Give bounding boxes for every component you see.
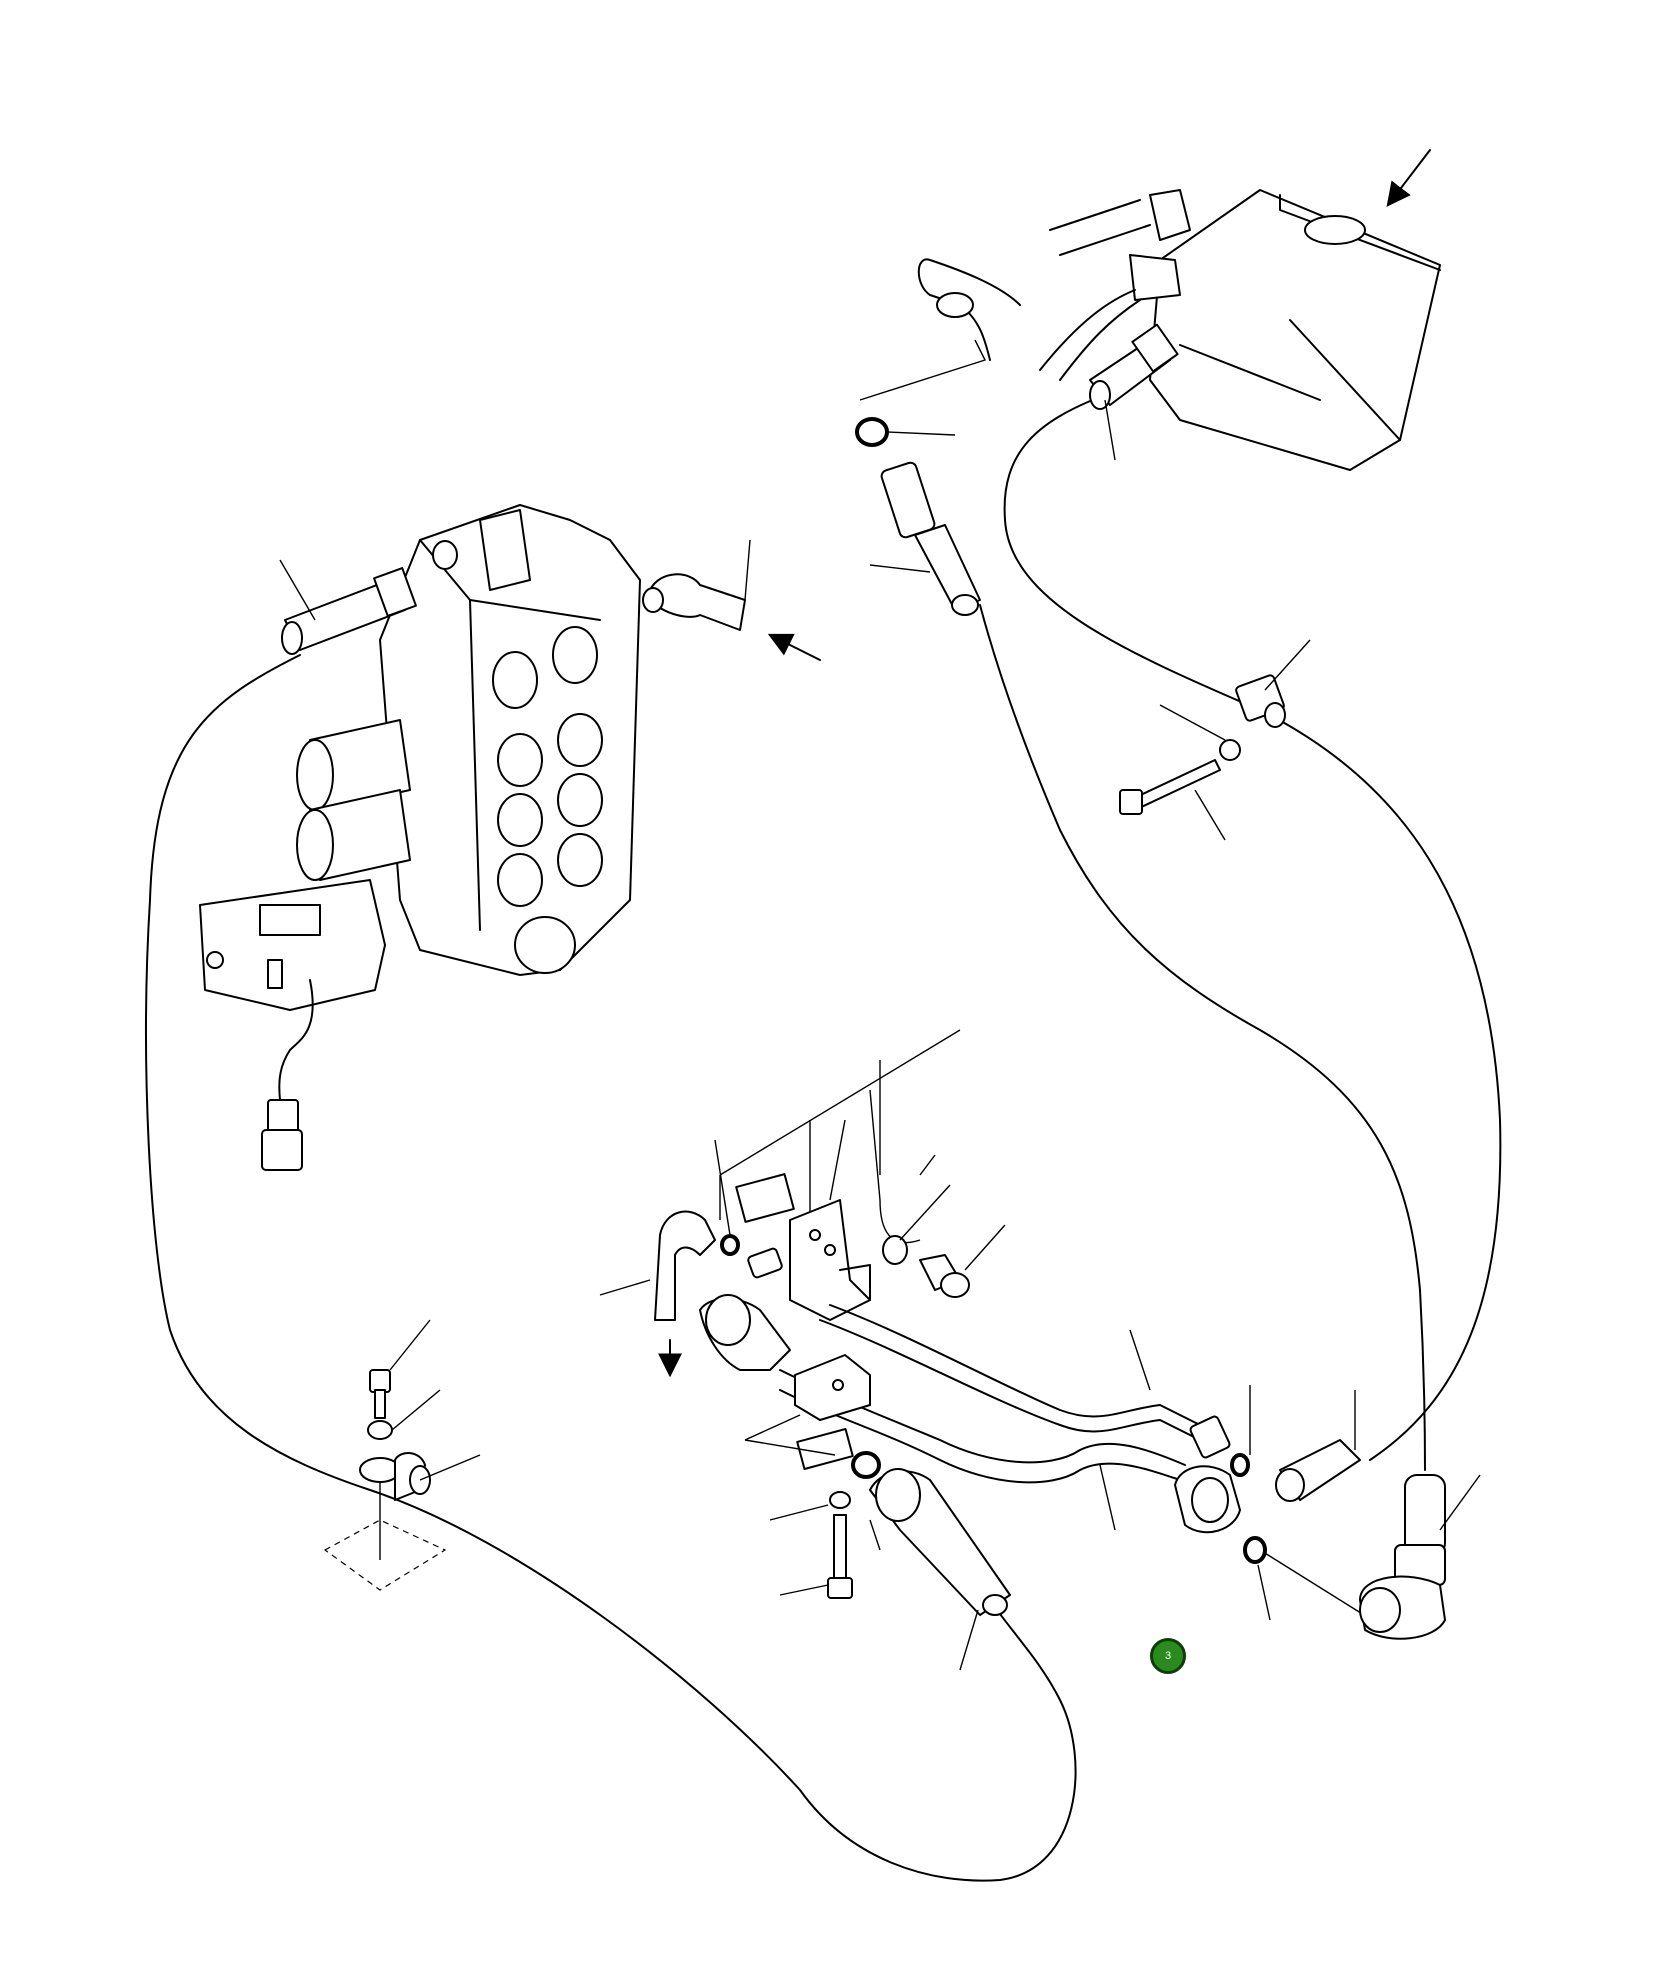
cylinder-tubes (917, 199, 1151, 381)
leader-line (829, 1119, 846, 1201)
pipe-clamp[interactable] (794, 1354, 871, 1470)
leader-line (964, 1224, 1006, 1271)
leader-line (899, 1184, 951, 1241)
leader-line (1439, 1474, 1481, 1531)
o-ring-upper[interactable] (855, 417, 889, 447)
leader-line (279, 559, 316, 621)
floor-mount-clamp[interactable] (323, 1452, 447, 1591)
o-ring-center-bottom[interactable] (851, 1451, 881, 1479)
leader-line (959, 1609, 979, 1671)
leader-line (599, 1279, 651, 1296)
hose-end-fitting-center-top[interactable] (880, 461, 981, 616)
bolt-center[interactable] (827, 1514, 853, 1599)
return-pipe-assembly[interactable] (699, 1294, 1241, 1534)
leader-line (1099, 1464, 1116, 1531)
leader-line (1264, 639, 1311, 691)
leader-line (859, 339, 986, 401)
hoses (145, 394, 1502, 1882)
o-ring-right-1[interactable] (1230, 1453, 1250, 1477)
leader-line (887, 431, 956, 436)
leader-line (1159, 704, 1226, 741)
leader-line (1257, 1564, 1271, 1621)
leader-line (769, 1504, 829, 1521)
washer-floor-clamp[interactable] (367, 1420, 393, 1440)
hose-clamp[interactable] (1235, 674, 1286, 728)
reference-badge[interactable]: 3 (1150, 1638, 1186, 1674)
flow-arrow-valve-inlet (767, 633, 821, 661)
leader-line (869, 564, 931, 573)
leader-line (419, 1454, 481, 1481)
leader-line (1194, 789, 1226, 841)
leader-line (869, 1519, 881, 1551)
leader-line (391, 1389, 441, 1431)
mounting-bracket[interactable] (789, 1199, 871, 1321)
elbow-fitting-return[interactable] (654, 1210, 716, 1321)
bolt-floor-clamp[interactable] (369, 1369, 391, 1419)
leader-line (779, 1584, 829, 1596)
adapter-fitting[interactable] (747, 1247, 783, 1279)
hydraulic-cylinder[interactable] (1129, 189, 1441, 471)
elbow-fitting-valve-right[interactable] (642, 573, 746, 631)
flow-arrow-cylinder (1386, 149, 1431, 207)
leader-line (1129, 1329, 1151, 1391)
leader-line (389, 1319, 431, 1371)
washer-center[interactable] (829, 1491, 851, 1509)
leader-line (744, 1414, 836, 1456)
hose-end-fitting-center-bottom[interactable] (869, 1468, 1011, 1616)
control-valve-block[interactable] (296, 504, 641, 976)
o-ring-right-2[interactable] (1243, 1536, 1267, 1564)
washer-bracket[interactable] (882, 1235, 908, 1265)
bolt-hose-clamp[interactable] (1119, 739, 1241, 815)
leader-line (714, 1139, 731, 1236)
hose-right-loop[interactable] (1003, 394, 1502, 1461)
hose-left-loop[interactable] (145, 654, 1077, 1882)
chassis-frame (719, 1029, 961, 1280)
elbow-fitting-right-hose[interactable] (1275, 1439, 1361, 1502)
solenoid-module[interactable] (199, 879, 386, 1171)
o-ring-bracket[interactable] (720, 1234, 740, 1256)
elbow-fitting-valve-left[interactable] (281, 567, 417, 655)
leader-line (744, 539, 751, 601)
elbow-fitting-center-bottom[interactable] (1359, 1474, 1446, 1640)
bolt-bracket[interactable] (919, 1254, 970, 1298)
leader-line (1104, 399, 1116, 461)
hose-center[interactable] (979, 604, 1426, 1471)
